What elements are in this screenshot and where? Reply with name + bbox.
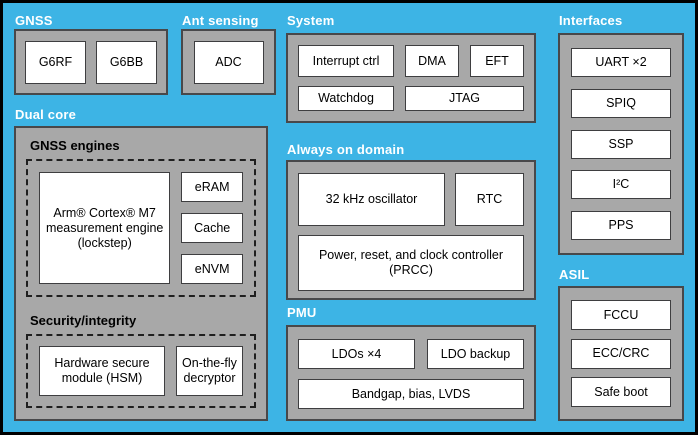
system-row-1: Interrupt ctrl DMA EFT xyxy=(298,45,524,77)
block-g6bb: G6BB xyxy=(96,40,157,84)
memory-column: eRAM Cache eNVM xyxy=(181,172,243,284)
block-adc: ADC xyxy=(193,40,264,84)
panel-asil: FCCU ECC/CRC Safe boot xyxy=(558,286,684,421)
block-32khz-oscillator: 32 kHz oscillator xyxy=(298,173,445,226)
section-title-gnss: GNSS xyxy=(15,13,53,28)
panel-ant-sensing: ADC xyxy=(181,29,276,95)
block-cortex-m7: Arm® Cortex® M7 measurement engine (lock… xyxy=(39,172,171,284)
block-watchdog: Watchdog xyxy=(298,86,394,111)
label-security-integrity: Security/integrity xyxy=(30,313,137,328)
pmu-row-1: LDOs ×4 LDO backup xyxy=(298,339,524,369)
block-fccu: FCCU xyxy=(571,300,671,330)
block-ssp: SSP xyxy=(571,129,671,159)
block-safe-boot: Safe boot xyxy=(571,377,671,407)
block-interrupt-ctrl: Interrupt ctrl xyxy=(298,45,394,77)
block-eram: eRAM xyxy=(181,172,243,202)
block-i2c: I²C xyxy=(571,170,671,200)
block-spiq: SPIQ xyxy=(571,88,671,118)
section-title-pmu: PMU xyxy=(287,305,317,320)
block-eft: EFT xyxy=(470,45,524,77)
block-otf-decryptor: On-the-fly decryptor xyxy=(176,346,243,396)
system-row-2: Watchdog JTAG xyxy=(298,86,524,111)
block-ecc-crc: ECC/CRC xyxy=(571,338,671,369)
panel-dual-core: GNSS engines Arm® Cortex® M7 measurement… xyxy=(14,126,268,421)
block-envm: eNVM xyxy=(181,254,243,284)
block-pps: PPS xyxy=(571,211,671,240)
block-dma: DMA xyxy=(405,45,459,77)
block-cache: Cache xyxy=(181,213,243,243)
security-integrity-group: Hardware secure module (HSM) On-the-fly … xyxy=(26,334,256,408)
always-on-row-1: 32 kHz oscillator RTC xyxy=(298,173,524,226)
panel-always-on-domain: 32 kHz oscillator RTC Power, reset, and … xyxy=(286,160,536,300)
section-title-ant-sensing: Ant sensing xyxy=(182,13,259,28)
block-uart: UART ×2 xyxy=(571,48,671,77)
panel-interfaces: UART ×2 SPIQ SSP I²C PPS xyxy=(558,33,684,255)
block-bandgap-bias-lvds: Bandgap, bias, LVDS xyxy=(298,379,524,409)
panel-gnss: G6RF G6BB xyxy=(14,29,168,95)
block-prcc: Power, reset, and clock controller (PRCC… xyxy=(298,235,524,291)
section-title-interfaces: Interfaces xyxy=(559,13,623,28)
block-ldos: LDOs ×4 xyxy=(298,339,415,369)
panel-system: Interrupt ctrl DMA EFT Watchdog JTAG xyxy=(286,33,536,123)
panel-pmu: LDOs ×4 LDO backup Bandgap, bias, LVDS xyxy=(286,325,536,421)
section-title-system: System xyxy=(287,13,335,28)
block-ldo-backup: LDO backup xyxy=(427,339,524,369)
block-hsm: Hardware secure module (HSM) xyxy=(39,346,165,396)
block-jtag: JTAG xyxy=(405,86,524,111)
section-title-dual-core: Dual core xyxy=(15,107,77,122)
label-gnss-engines: GNSS engines xyxy=(30,138,120,153)
block-rtc: RTC xyxy=(455,173,524,226)
section-title-always-on: Always on domain xyxy=(287,142,405,157)
section-title-asil: ASIL xyxy=(559,267,590,282)
block-g6rf: G6RF xyxy=(25,40,86,84)
gnss-engines-group: Arm® Cortex® M7 measurement engine (lock… xyxy=(26,159,256,297)
